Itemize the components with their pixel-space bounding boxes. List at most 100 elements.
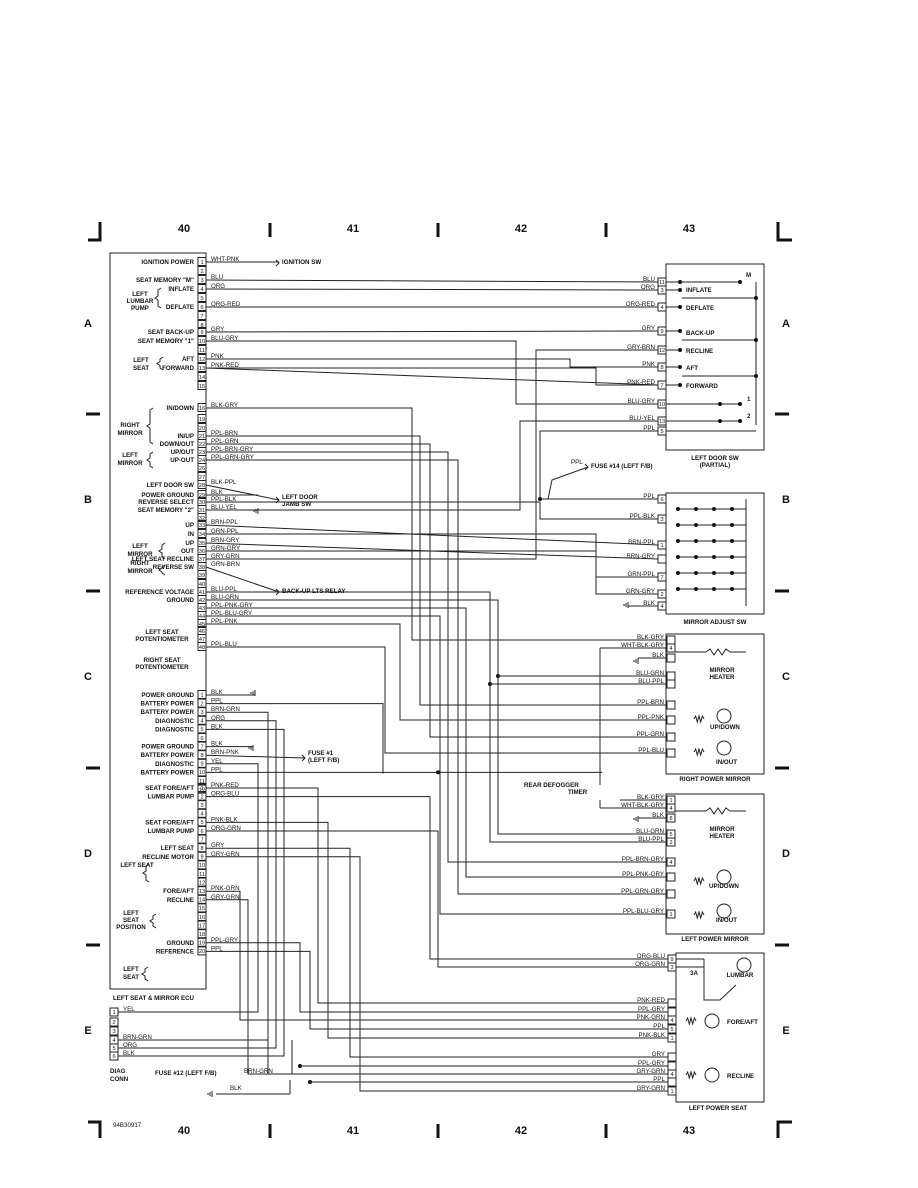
pin-box xyxy=(197,480,207,489)
wire-color: GRY xyxy=(211,842,224,849)
wire-color: BLK xyxy=(211,689,224,696)
pin-number: 12 xyxy=(199,787,205,793)
pin-number: 9 xyxy=(660,329,663,335)
pin-function: LEFT SEAT RECLINE xyxy=(132,556,194,563)
pin-number: 14 xyxy=(199,375,205,381)
pin-number: 1 xyxy=(669,912,672,918)
door-sw-title: (PARTIAL) xyxy=(700,462,730,469)
pin-number: 15 xyxy=(199,906,205,912)
wire-to-door-switch xyxy=(205,279,659,283)
group-label: POSITION xyxy=(116,924,146,931)
pin-function: IN/DOWN xyxy=(167,405,195,412)
pin-number: 46 xyxy=(199,629,205,635)
arrow-icon xyxy=(275,496,280,504)
row-label-left: C xyxy=(84,671,92,683)
mirror-sw-title: MIRROR ADJUST SW xyxy=(683,619,746,626)
ref-label: JAMB SW xyxy=(282,501,311,508)
row-tick-right xyxy=(775,589,789,593)
pin-number: 5 xyxy=(200,820,203,826)
pin-function: LEFT DOOR SW xyxy=(147,482,195,489)
wire-mirror-sw xyxy=(206,550,658,595)
pin-number: 11 xyxy=(199,779,205,785)
pin-number: 10 xyxy=(199,863,205,869)
row-label-right: C xyxy=(782,671,790,683)
pin-number: 9 xyxy=(200,330,203,336)
wire-color: BLU-YEL xyxy=(629,415,655,422)
resistor-icon xyxy=(705,807,731,815)
wire-seat xyxy=(206,787,668,1004)
seat-label: 3A xyxy=(690,970,698,977)
pin-function: INFLATE xyxy=(168,286,194,293)
column-label-bottom: 40 xyxy=(178,1125,190,1137)
splice-dot xyxy=(538,497,542,501)
wire-color: PPL-BLK xyxy=(211,496,237,503)
wire-color: PNK-GRN xyxy=(636,1014,665,1021)
wire-mirror xyxy=(206,435,667,706)
pin-function: FORE/AFT xyxy=(163,888,194,895)
ground-icon xyxy=(623,602,629,608)
brace xyxy=(141,966,149,982)
pin-box xyxy=(197,920,207,930)
pin-function: RECLINE MOTOR xyxy=(142,854,194,861)
wire-color: GRY-GRN xyxy=(211,894,240,901)
row-tick-left xyxy=(86,412,100,416)
resistor-icon xyxy=(685,1070,697,1080)
row-tick-left xyxy=(86,589,100,593)
wire-color: BLU-GRN xyxy=(636,670,664,677)
ref-label: FUSE #1 xyxy=(308,750,334,757)
wire-color: BLK-GRY xyxy=(211,402,238,409)
wire-seat xyxy=(206,796,668,960)
pin-number: 32 xyxy=(199,516,205,522)
wire-color: BLU xyxy=(643,276,655,283)
wire-color: BLU-GRY xyxy=(211,335,238,342)
group-label: LEFT xyxy=(132,543,148,550)
group-label: LEFT SEAT xyxy=(145,629,178,636)
pin-function: SEAT BACK-UP xyxy=(148,329,194,336)
wire-color: BRN-PNK xyxy=(211,749,240,756)
pin-number: 7 xyxy=(200,837,203,843)
column-label-top: 43 xyxy=(683,223,695,235)
wire-color: BRN-PPL xyxy=(211,519,238,526)
row-tick-right xyxy=(775,943,789,947)
pin-number: 12 xyxy=(659,348,665,354)
pin-number: 1 xyxy=(669,798,672,804)
wire-seat xyxy=(206,830,668,968)
pin-number: 17 xyxy=(199,923,205,929)
corner-mark xyxy=(88,222,102,242)
brace xyxy=(146,407,154,445)
door-sw-label: AFT xyxy=(686,365,698,372)
power-seat-title: LEFT POWER SEAT xyxy=(689,1105,748,1112)
left-mirror-pin xyxy=(666,837,676,847)
pin-number: 11 xyxy=(659,280,665,286)
ground-icon xyxy=(250,690,256,696)
pin-function: BATTERY POWER xyxy=(140,709,194,716)
contact-dot xyxy=(754,338,758,342)
pin-function: IN xyxy=(188,531,195,538)
brace xyxy=(158,564,166,576)
group-label: MIRROR xyxy=(127,568,153,575)
wire-color: PPL-BLU-GRY xyxy=(211,610,252,617)
wire-color: GRY xyxy=(642,325,655,332)
wire-seat xyxy=(206,856,668,1092)
wire-color: BLU-PPL xyxy=(638,678,664,685)
wire-color: BLU-GRY xyxy=(628,398,655,405)
pin-number: 20 xyxy=(199,949,205,955)
pin-function: DOWN/OUT xyxy=(160,441,195,448)
brace xyxy=(154,287,162,309)
brace xyxy=(149,913,157,929)
diag-pin xyxy=(109,1007,119,1017)
pin-number: 8 xyxy=(200,323,203,329)
pin-number: 35 xyxy=(199,541,205,547)
pin-number: 21 xyxy=(199,434,205,440)
tick-top xyxy=(436,223,440,237)
group-label: LEFT xyxy=(123,910,139,917)
ground-icon xyxy=(633,816,639,822)
brace xyxy=(146,451,154,469)
pin-function: SEAT MEMORY "2" xyxy=(138,507,194,514)
wire-ref xyxy=(206,591,667,843)
wire-color: BRN-GRN xyxy=(123,1034,152,1041)
wire-color: PNK-RED xyxy=(627,379,655,386)
wire-color: YEL xyxy=(123,1006,135,1013)
pin-number: 8 xyxy=(669,816,672,822)
